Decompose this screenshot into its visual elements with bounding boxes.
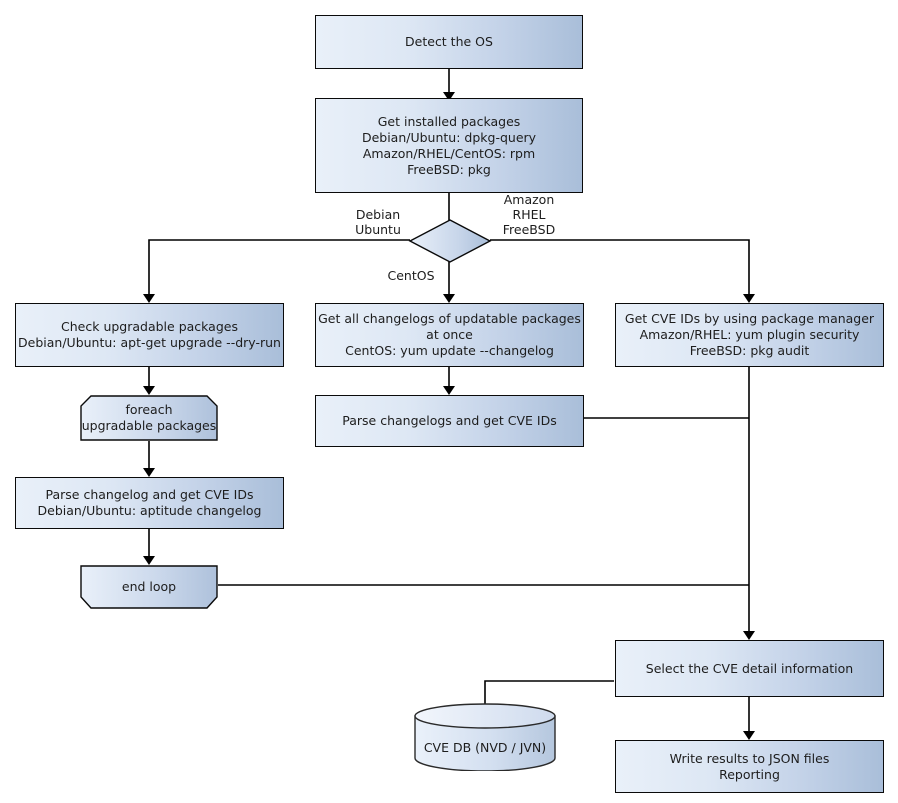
node-parse-changelogs[interactable]: Parse changelogs and get CVE IDs	[315, 395, 584, 447]
edge-label-amazon-rhel-freebsd: Amazon RHEL FreeBSD	[502, 192, 556, 237]
node-detect-os-label: Detect the OS	[405, 34, 493, 49]
edge-decision-left	[148, 239, 410, 294]
edge-label-centos: CentOS	[387, 268, 435, 283]
node-get-installed-packages-label: Get installed packages Debian/Ubuntu: dp…	[361, 113, 537, 177]
node-get-all-changelogs[interactable]: Get all changelogs of updatable packages…	[315, 303, 584, 367]
arrowhead-check-to-foreach	[143, 386, 155, 395]
edge-label-debian-ubuntu: Debian Ubuntu	[355, 207, 401, 237]
decision-diamond-shape	[408, 219, 492, 263]
node-get-all-changelogs-label: Get all changelogs of updatable packages…	[318, 311, 581, 358]
arrowhead-decision-right	[743, 294, 755, 303]
node-get-cve-pkg-manager-label: Get CVE IDs by using package manager Ama…	[624, 311, 875, 358]
node-end-loop-label: end loop	[121, 579, 177, 594]
node-os-decision[interactable]	[408, 218, 492, 264]
node-write-results-label: Write results to JSON files Reporting	[669, 750, 830, 782]
node-detect-os[interactable]: Detect the OS	[315, 15, 583, 69]
foreach-loop-shape	[80, 395, 218, 441]
edge-decision-right	[490, 239, 750, 294]
node-get-cve-pkg-manager[interactable]: Get CVE IDs by using package manager Ama…	[615, 303, 884, 367]
arrowhead-select-to-write	[743, 731, 755, 740]
db-body-shape	[414, 715, 556, 771]
node-foreach-loop-label: foreach upgradable packages	[81, 402, 217, 433]
node-end-loop[interactable]: end loop	[80, 565, 218, 609]
node-select-cve-detail-label: Select the CVE detail information	[645, 660, 854, 676]
node-parse-changelogs-label: Parse changelogs and get CVE IDs	[342, 413, 557, 428]
node-get-installed-packages[interactable]: Get installed packages Debian/Ubuntu: dp…	[315, 98, 583, 193]
arrowhead-trunk-to-select	[743, 631, 755, 640]
arrowhead-parse-to-endloop	[143, 556, 155, 565]
end-loop-shape	[80, 565, 218, 609]
arrowhead-foreach-to-parse	[143, 468, 155, 477]
node-parse-changelog-single[interactable]: Parse changelog and get CVE IDs Debian/U…	[15, 477, 284, 529]
node-cve-db-label: CVE DB (NVD / JVN)	[423, 739, 547, 755]
node-foreach-loop[interactable]: foreach upgradable packages	[80, 395, 218, 441]
node-write-results[interactable]: Write results to JSON files Reporting	[615, 740, 884, 793]
node-parse-changelog-single-label: Parse changelog and get CVE IDs Debian/U…	[37, 487, 262, 518]
arrowhead-allchangelogs-to-parse	[443, 386, 455, 395]
node-cve-db[interactable]: CVE DB (NVD / JVN)	[414, 703, 556, 771]
db-top-ellipse	[414, 703, 556, 729]
node-select-cve-detail[interactable]: Select the CVE detail information	[615, 640, 884, 697]
arrowhead-decision-bottom	[443, 294, 455, 303]
node-check-upgradable[interactable]: Check upgradable packages Debian/Ubuntu:…	[15, 303, 284, 367]
node-check-upgradable-label: Check upgradable packages Debian/Ubuntu:…	[18, 319, 281, 350]
arrowhead-decision-left	[143, 294, 155, 303]
